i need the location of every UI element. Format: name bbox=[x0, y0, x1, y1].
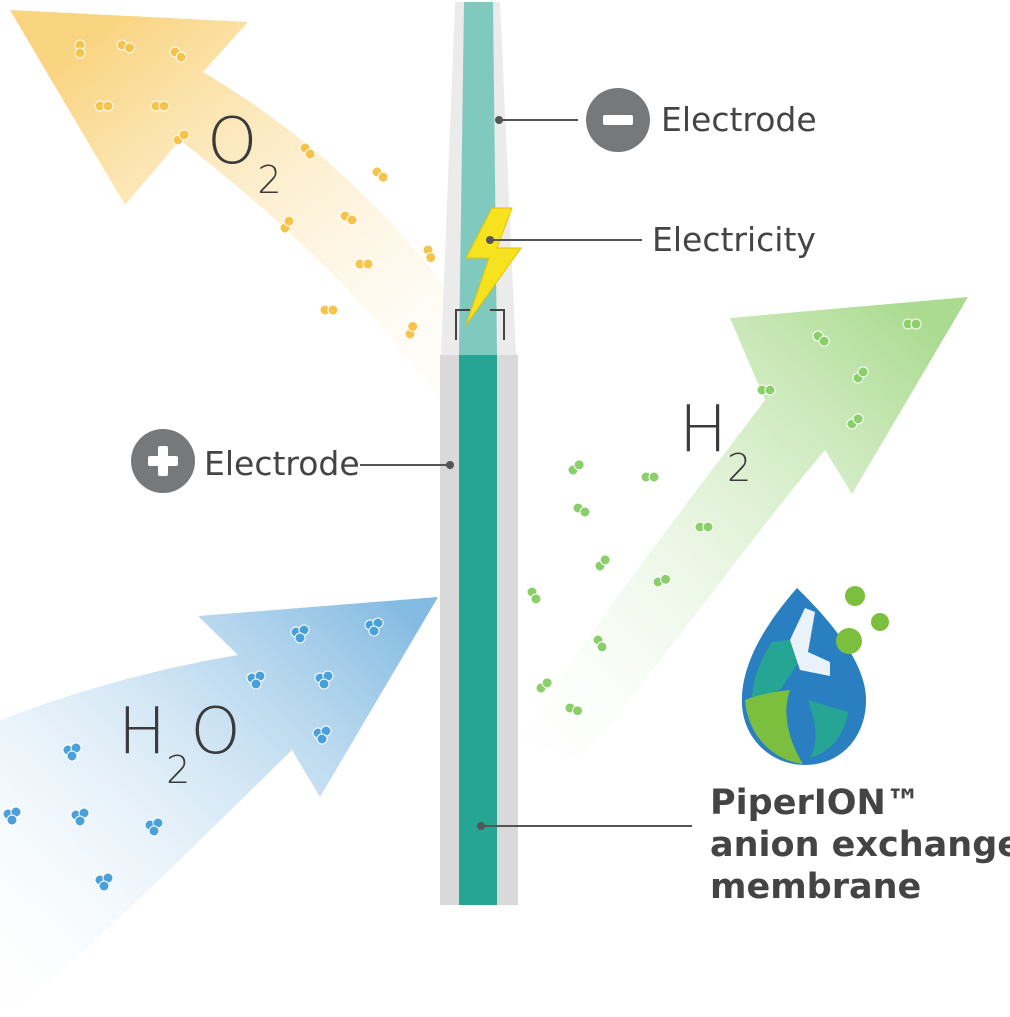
water-molecule bbox=[312, 725, 332, 745]
hydrogen-formula: H2 bbox=[679, 398, 751, 487]
oxygen-arrow bbox=[10, 10, 455, 420]
water-molecule bbox=[364, 617, 384, 637]
negative-electrode-dot bbox=[495, 116, 503, 124]
hydrogen-molecule bbox=[567, 459, 585, 476]
electricity-dot bbox=[486, 236, 494, 244]
oxygen-molecule bbox=[169, 46, 187, 63]
lightning-bolt-icon bbox=[465, 207, 522, 326]
oxygen-molecule bbox=[299, 142, 316, 160]
oxygen-molecule bbox=[150, 100, 170, 112]
particles-layer bbox=[2, 39, 922, 892]
hydrogen-molecule bbox=[652, 573, 672, 588]
oxygen-molecule bbox=[172, 129, 190, 146]
hydrogen-molecule bbox=[526, 586, 542, 605]
positive-electrode-label: Electrode bbox=[204, 444, 360, 483]
membrane-label-line3: membrane bbox=[710, 867, 922, 907]
oxygen-molecule bbox=[279, 215, 295, 234]
electrode-lower-right bbox=[497, 355, 518, 905]
water-molecule bbox=[144, 817, 164, 837]
piperion-logo-icon bbox=[741, 586, 889, 765]
oxygen-subscript: 2 bbox=[257, 158, 282, 202]
water-molecule bbox=[290, 624, 310, 644]
hydrogen-molecule bbox=[535, 677, 553, 694]
oxygen-molecule bbox=[339, 210, 358, 226]
oxygen-molecule bbox=[404, 320, 419, 340]
negative-electrode-label: Electrode bbox=[661, 100, 817, 139]
oxygen-molecule bbox=[74, 39, 86, 59]
oxygen-molecule bbox=[354, 258, 374, 270]
hydrogen-molecule bbox=[812, 330, 830, 347]
hydrogen-arrow bbox=[520, 297, 968, 760]
minus-sign-icon bbox=[586, 88, 650, 152]
water-molecule bbox=[70, 807, 90, 827]
membrane-label-line1: PiperION™ bbox=[710, 783, 921, 823]
water-arrow bbox=[0, 597, 438, 1008]
water-molecule bbox=[2, 806, 22, 826]
water-molecule bbox=[94, 872, 114, 892]
hydrogen-molecule bbox=[694, 521, 714, 533]
electrode-lower-left bbox=[440, 355, 459, 905]
oxygen-molecule bbox=[422, 244, 437, 264]
membrane-label-line2: anion exchange bbox=[710, 825, 1010, 865]
hydrogen-molecule bbox=[572, 502, 591, 518]
hydrogen-molecule bbox=[592, 634, 608, 653]
water-subscript: 2 bbox=[166, 748, 191, 792]
hydrogen-molecule bbox=[902, 318, 922, 330]
oxygen-molecule bbox=[319, 304, 339, 316]
water-molecule bbox=[314, 670, 334, 690]
water-molecule bbox=[246, 670, 266, 690]
hydrogen-molecule bbox=[594, 554, 611, 572]
cut-bracket-right-icon bbox=[490, 309, 505, 340]
positive-electrode-dot bbox=[446, 461, 454, 469]
membrane-label: PiperION™ anion exchange membrane bbox=[710, 782, 1010, 908]
water-symbol-o: O bbox=[190, 695, 241, 769]
oxygen-molecule bbox=[116, 39, 136, 54]
water-molecule bbox=[62, 742, 82, 762]
oxygen-symbol: O bbox=[207, 105, 258, 179]
hydrogen-symbol: H bbox=[679, 393, 728, 467]
hydrogen-molecule bbox=[846, 413, 864, 430]
cut-bracket-left-icon bbox=[455, 309, 470, 340]
anion-exchange-membrane bbox=[459, 355, 497, 905]
membrane-dot bbox=[477, 822, 485, 830]
water-formula: H2O bbox=[118, 700, 241, 789]
water-symbol-h: H bbox=[118, 695, 167, 769]
oxygen-molecule bbox=[371, 166, 389, 183]
oxygen-molecule bbox=[94, 100, 114, 112]
hydrogen-molecule bbox=[756, 384, 776, 396]
oxygen-formula: O2 bbox=[207, 110, 282, 199]
hydrogen-molecule bbox=[852, 366, 869, 384]
hydrogen-molecule bbox=[640, 471, 660, 483]
hydrogen-molecule bbox=[564, 702, 584, 717]
electricity-label: Electricity bbox=[652, 220, 816, 259]
plus-sign-icon bbox=[131, 429, 195, 493]
hydrogen-subscript: 2 bbox=[727, 446, 752, 490]
